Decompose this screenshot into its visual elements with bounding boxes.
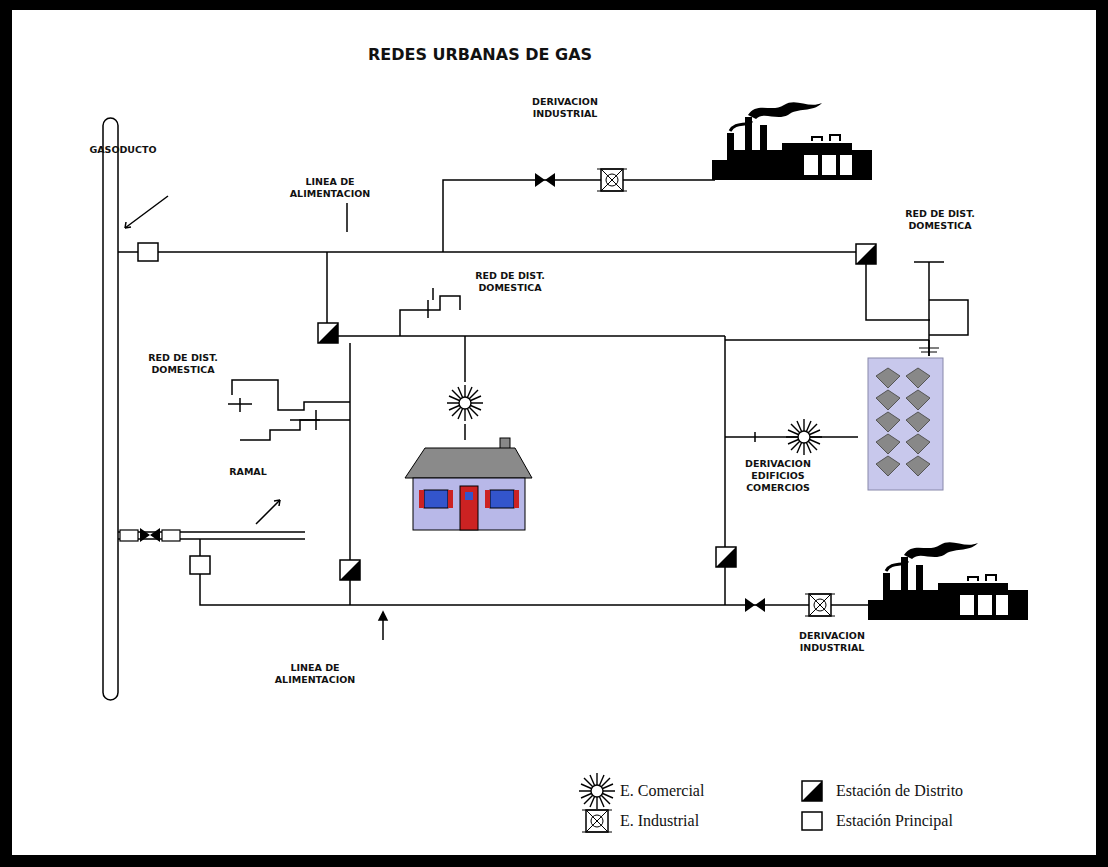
diagram-title: REDES URBANAS DE GAS: [368, 45, 592, 64]
network-label: LINEA DE ALIMENTACION: [273, 662, 357, 686]
network-label: LINEA DE ALIMENTACION: [288, 176, 372, 200]
network-label: GASODUCTO: [78, 144, 168, 156]
network-label: DERIVACION INDUSTRIAL: [789, 630, 875, 654]
legend-text: Estación de Distrito: [836, 782, 963, 800]
network-label: RED DE DIST. DOMESTICA: [900, 208, 980, 232]
legend-text: E. Industrial: [620, 812, 699, 830]
legend-text: E. Comercial: [620, 782, 704, 800]
network-label: RED DE DIST. DOMESTICA: [143, 352, 223, 376]
network-label: DERIVACION EDIFICIOS COMERCIOS: [736, 458, 820, 494]
network-label: RAMAL: [218, 466, 278, 478]
legend-text: Estación Principal: [836, 812, 953, 830]
network-label: DERIVACION INDUSTRIAL: [522, 96, 608, 120]
network-label: RED DE DIST. DOMESTICA: [470, 270, 550, 294]
